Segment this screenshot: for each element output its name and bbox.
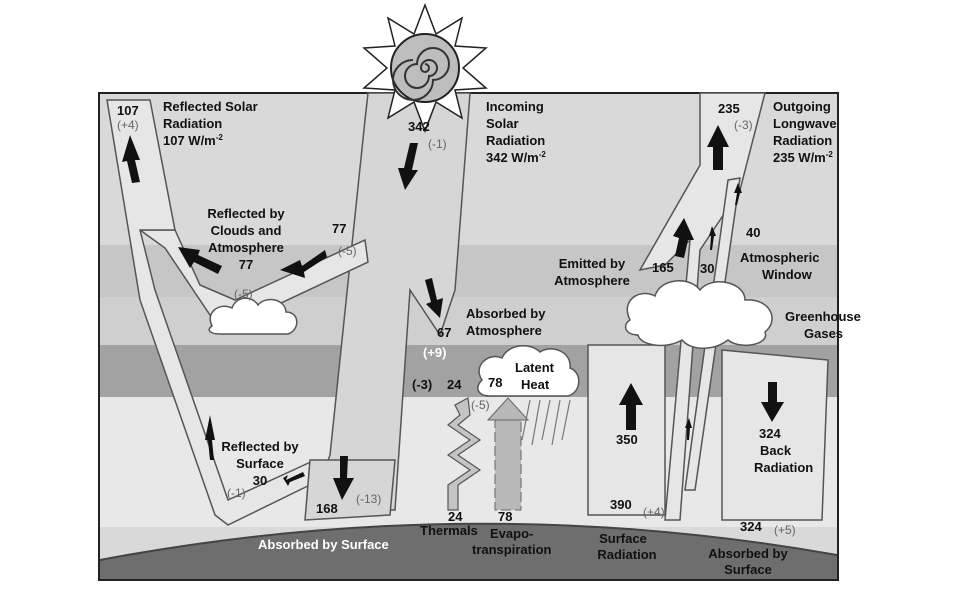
incoming-solar-label-3: Radiation bbox=[486, 133, 545, 148]
back-radiation-value-bottom: 324 bbox=[740, 519, 762, 534]
absorbed-surface-label: Absorbed by Surface bbox=[258, 537, 389, 552]
reflected-solar-change: (+4) bbox=[117, 118, 139, 132]
incoming-solar-beam bbox=[308, 92, 471, 511]
reflected-solar-label-3: 107 W/m-2 bbox=[163, 133, 223, 148]
evapotranspiration-label-2: transpiration bbox=[472, 542, 552, 557]
emitted-label-1: Emitted by bbox=[559, 256, 626, 271]
absorbed-surface-value: 168 bbox=[316, 501, 338, 516]
outgoing-label-2: Longwave bbox=[773, 116, 837, 131]
absorbed-atm-label-2: Atmosphere bbox=[466, 323, 542, 338]
absorbed-surface-change: (-13) bbox=[356, 492, 381, 506]
reflected-clouds-change-lower: (-5) bbox=[234, 287, 253, 301]
back-radiation-label-1: Back bbox=[760, 443, 792, 458]
greenhouse-label-2: Gases bbox=[804, 326, 843, 341]
arrow-absorbed-surface-down bbox=[333, 456, 354, 500]
evapotranspiration-label-1: Evapo- bbox=[490, 526, 533, 541]
evapotranspiration-column bbox=[486, 397, 530, 511]
arrows bbox=[122, 125, 784, 500]
incoming-solar-label-4: 342 W/m-2 bbox=[486, 150, 546, 165]
thermals-value-bottom: 24 bbox=[448, 509, 463, 524]
reflected-solar-label-2: Radiation bbox=[163, 116, 222, 131]
outgoing-longwave-beam bbox=[638, 92, 766, 521]
reflected-solar-label-1: Reflected Solar bbox=[163, 99, 258, 114]
window-value-40: 40 bbox=[746, 225, 760, 240]
window-label-1: Atmospheric bbox=[740, 250, 819, 265]
window-value-30: 30 bbox=[700, 261, 714, 276]
arrow-reflected-surface-up bbox=[205, 415, 215, 460]
incoming-solar-value: 342 bbox=[408, 119, 430, 134]
reflected-solar-value: 107 bbox=[117, 103, 139, 118]
arrow-emitted-up bbox=[673, 218, 694, 258]
latent-heat-change: (-5) bbox=[471, 398, 490, 412]
reflected-clouds-label-4: 77 bbox=[239, 257, 253, 272]
outgoing-change: (-3) bbox=[734, 118, 753, 132]
reflected-clouds-label-3: Atmosphere bbox=[208, 240, 284, 255]
reflected-clouds-label-1: Reflected by bbox=[207, 206, 285, 221]
cloud-right bbox=[624, 280, 773, 349]
emitted-label-2: Atmosphere bbox=[554, 273, 630, 288]
arrow-clouds-left bbox=[178, 247, 222, 274]
absorbed-surface-beam bbox=[304, 459, 396, 521]
back-radiation-value: 324 bbox=[759, 426, 781, 441]
outgoing-label-4: 235 W/m-2 bbox=[773, 150, 833, 165]
outgoing-value: 235 bbox=[718, 101, 740, 116]
thermals-change: (-3) bbox=[412, 377, 432, 392]
back-radiation-change: (+5) bbox=[774, 523, 796, 537]
surface-radiation-value-mid: 350 bbox=[616, 432, 638, 447]
arrow-window-up bbox=[709, 226, 716, 250]
earth-surface bbox=[100, 523, 837, 579]
absorbed-atm-value: 67 bbox=[437, 325, 451, 340]
surface-radiation-label-2: Radiation bbox=[597, 547, 656, 562]
arrow-reflected-surface-diag bbox=[283, 472, 305, 486]
arrow-reflected-solar-up bbox=[122, 135, 140, 183]
absorbed-surface-right-2: Surface bbox=[724, 562, 772, 577]
cloud-latent bbox=[477, 345, 580, 397]
evapotranspiration-value: 78 bbox=[498, 509, 512, 524]
back-radiation-label-2: Radiation bbox=[754, 460, 813, 475]
incoming-solar-label-1: Incoming bbox=[486, 99, 544, 114]
thermals-label: Thermals bbox=[420, 523, 478, 538]
arrow-absorbed-atm-down bbox=[425, 278, 443, 318]
reflected-surface-value: 30 bbox=[253, 473, 267, 488]
absorbed-surface-right-1: Absorbed by bbox=[708, 546, 788, 561]
reflected-surface-label-1: Reflected by bbox=[221, 439, 299, 454]
thermals-arrow bbox=[446, 397, 482, 511]
cloud-left bbox=[208, 297, 298, 335]
arrow-incoming-down bbox=[398, 143, 418, 190]
window-label-2: Window bbox=[762, 267, 813, 282]
earth-surface-edge bbox=[99, 522, 838, 561]
absorbed-atm-change: (+9) bbox=[423, 345, 446, 360]
sun-icon bbox=[362, 2, 488, 134]
latent-heat-label-2: Heat bbox=[521, 377, 550, 392]
outgoing-label-3: Radiation bbox=[773, 133, 832, 148]
reflected-clouds-change: (-5) bbox=[338, 244, 357, 258]
incoming-solar-change: (-1) bbox=[428, 137, 447, 151]
latent-heat-value: 78 bbox=[488, 375, 502, 390]
emitted-value: 165 bbox=[652, 260, 674, 275]
reflected-clouds-value: 77 bbox=[332, 221, 346, 236]
greenhouse-label-1: Greenhouse bbox=[785, 309, 861, 324]
surface-radiation-change: (+4) bbox=[643, 505, 665, 519]
arrow-outgoing-up bbox=[707, 125, 729, 170]
outgoing-label-1: Outgoing bbox=[773, 99, 831, 114]
rain-lines bbox=[521, 399, 571, 446]
reflected-surface-change: (-1) bbox=[227, 486, 246, 500]
incoming-solar-label-2: Solar bbox=[486, 116, 519, 131]
arrow-back-radiation-down bbox=[761, 382, 784, 422]
arrow-window-top bbox=[734, 183, 742, 205]
surface-radiation-label-1: Surface bbox=[599, 531, 647, 546]
arrow-surface-radiation-up bbox=[619, 383, 643, 430]
latent-heat-label-1: Latent bbox=[515, 360, 555, 375]
absorbed-atm-label-1: Absorbed by bbox=[466, 306, 546, 321]
back-radiation-beam bbox=[721, 349, 829, 521]
reflected-solar-beam bbox=[106, 99, 321, 526]
thermals-value-top: 24 bbox=[447, 377, 462, 392]
reflected-clouds-label-2: Clouds and bbox=[211, 223, 282, 238]
arrow-clouds-diag bbox=[280, 250, 327, 278]
surface-radiation-value-bottom: 390 bbox=[610, 497, 632, 512]
reflected-surface-label-2: Surface bbox=[236, 456, 284, 471]
arrow-window-up-2 bbox=[685, 418, 692, 440]
